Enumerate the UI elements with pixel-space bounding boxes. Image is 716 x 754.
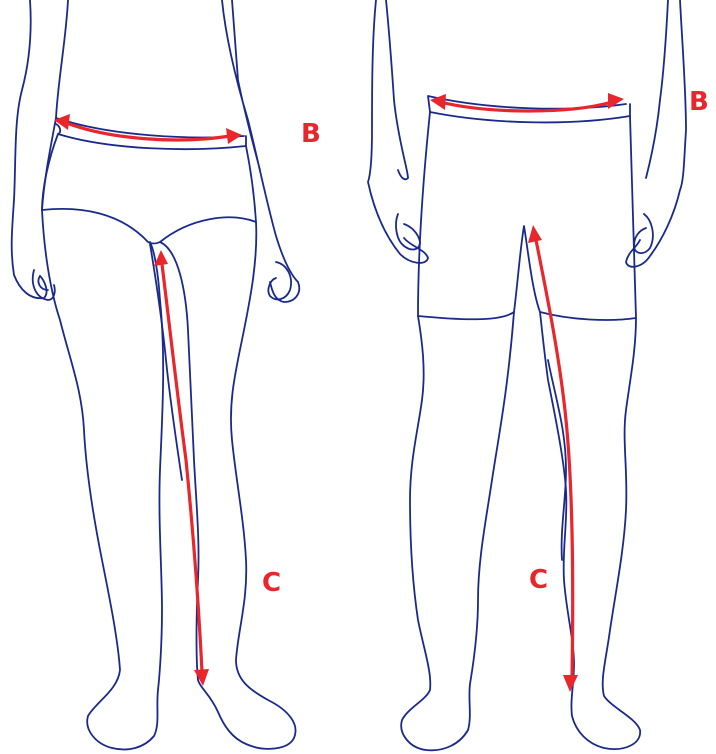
back-right-hand-outline bbox=[634, 214, 653, 253]
back-shorts-outline bbox=[418, 112, 636, 320]
front-left-leg-outline bbox=[42, 210, 163, 750]
back-left-hand-outline bbox=[396, 214, 420, 249]
front-waist-arrow-right bbox=[226, 128, 242, 144]
back-right-arm-outline bbox=[626, 0, 686, 267]
front-right-arm-outline bbox=[222, 0, 299, 302]
back-waist-label: B bbox=[689, 87, 709, 117]
back-inseam-arrow-bottom bbox=[563, 675, 578, 692]
front-figure bbox=[12, 0, 300, 750]
front-waistband-outline bbox=[56, 118, 246, 149]
back-waistband-outline bbox=[428, 96, 630, 122]
front-inseam-arrow-top bbox=[154, 250, 168, 266]
front-inseam-label: C bbox=[262, 568, 281, 598]
front-crotch-seam bbox=[150, 244, 182, 480]
front-shorts-outline bbox=[42, 134, 256, 244]
back-right-leg-outline bbox=[540, 312, 640, 749]
front-left-arm-outline bbox=[12, 0, 68, 298]
back-waist-arrow-right bbox=[608, 93, 624, 109]
back-inseam-arrow-top bbox=[528, 225, 542, 243]
back-inseam-label: C bbox=[529, 565, 548, 595]
back-left-arm-outline bbox=[368, 0, 428, 263]
front-right-leg-outline bbox=[160, 222, 296, 749]
front-inseam-arrow-bottom bbox=[194, 669, 209, 686]
back-left-leg-outline bbox=[401, 312, 514, 750]
front-waist-label: B bbox=[301, 119, 321, 149]
